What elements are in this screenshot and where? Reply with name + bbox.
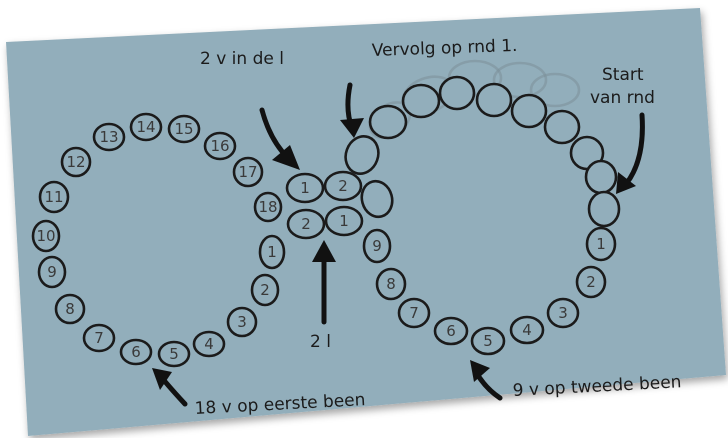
stitch-right-plain bbox=[368, 104, 408, 140]
stitch-right-plain bbox=[510, 93, 548, 129]
stitch-right-plain bbox=[543, 109, 581, 145]
arrow-to-left-loop-bottom bbox=[152, 368, 188, 407]
stitch-number: 9 bbox=[372, 237, 382, 255]
stitch-right-plain bbox=[475, 82, 513, 118]
stitch-left-1 bbox=[258, 234, 286, 270]
label-start-line2: van rnd bbox=[590, 88, 655, 108]
stitch-number: 4 bbox=[522, 321, 532, 339]
stitch-right-3 bbox=[546, 297, 580, 329]
stitch-left-8 bbox=[54, 293, 86, 325]
right-loop: 1 2 3 4 5 6 7 8 9 bbox=[344, 75, 621, 356]
left-loop: 1 2 3 4 5 6 7 8 9 10 11 12 13 14 15 16 1 bbox=[31, 112, 286, 368]
arrow-to-center-top bbox=[259, 107, 300, 170]
stitch-left-15 bbox=[167, 114, 201, 144]
stitch-right-9 bbox=[362, 228, 392, 264]
stitch-left-18 bbox=[253, 191, 283, 223]
stitch-number: 3 bbox=[237, 313, 247, 331]
stitch-number: 15 bbox=[174, 120, 193, 138]
stitch-number: 2 bbox=[260, 281, 270, 299]
stitch-number: 2 bbox=[301, 215, 311, 233]
label-two-dc-in-loop: 2 v in de l bbox=[200, 49, 284, 69]
stitch-left-13 bbox=[92, 122, 126, 152]
stitch-left-12 bbox=[60, 146, 92, 178]
stitch-left-6 bbox=[119, 338, 153, 366]
stitch-right-5 bbox=[470, 326, 506, 356]
stitch-right-plain bbox=[587, 190, 621, 228]
stitch-number: 6 bbox=[131, 343, 141, 361]
stitch-number: 16 bbox=[210, 137, 229, 155]
arrow-to-right-loop-bottom bbox=[470, 360, 503, 401]
stitch-number: 1 bbox=[339, 212, 349, 230]
stitch-number: 8 bbox=[386, 275, 396, 293]
stitch-number: 10 bbox=[36, 227, 55, 245]
stitch-right-plain bbox=[360, 179, 394, 219]
stitch-left-17 bbox=[232, 156, 264, 188]
stitch-left-7 bbox=[82, 323, 116, 353]
stitch-number: 1 bbox=[267, 243, 277, 261]
stitch-number: 18 bbox=[258, 198, 277, 216]
stitch-number: 8 bbox=[65, 300, 75, 318]
stitch-right-6 bbox=[433, 316, 469, 346]
label-start-line1: Start bbox=[602, 65, 644, 85]
stitch-right-1 bbox=[585, 226, 617, 262]
stitch-right-4 bbox=[509, 315, 545, 345]
stitch-number: 5 bbox=[169, 345, 179, 363]
label-two-loops: 2 l bbox=[310, 332, 331, 352]
stitch-number: 13 bbox=[99, 128, 118, 146]
stitch-right-plain bbox=[401, 83, 441, 119]
stitch-number: 5 bbox=[483, 332, 493, 350]
stitch-left-9 bbox=[37, 255, 67, 289]
stitch-number: 12 bbox=[66, 153, 85, 171]
stitch-left-3 bbox=[226, 306, 258, 338]
stitch-right-2 bbox=[575, 265, 607, 299]
stitch-center-top-1 bbox=[285, 172, 325, 204]
stitch-number: 9 bbox=[47, 263, 57, 281]
stitch-left-4 bbox=[192, 330, 226, 358]
stitch-number: 7 bbox=[94, 329, 104, 347]
stitch-number: 2 bbox=[586, 273, 596, 291]
stitch-number: 2 bbox=[338, 177, 348, 195]
stitch-number: 6 bbox=[446, 322, 456, 340]
stitch-number: 3 bbox=[558, 304, 568, 322]
stitch-number: 1 bbox=[300, 179, 310, 197]
center-stitches: 1 2 2 1 bbox=[285, 170, 364, 240]
stitch-right-7 bbox=[397, 297, 431, 329]
stitch-center-bottom-2 bbox=[286, 208, 326, 240]
stitch-right-8 bbox=[375, 267, 407, 301]
stitch-center-bottom-1 bbox=[324, 205, 364, 237]
stitch-number: 1 bbox=[596, 235, 606, 253]
stitch-right-plain bbox=[438, 75, 476, 111]
stitch-number: 4 bbox=[204, 335, 214, 353]
stitch-number: 11 bbox=[44, 188, 63, 206]
stitch-left-16 bbox=[203, 131, 237, 161]
stitch-right-plain bbox=[584, 159, 618, 195]
arrow-to-right-loop-top bbox=[340, 82, 364, 138]
stitch-center-top-2 bbox=[323, 170, 363, 202]
stitch-number: 7 bbox=[409, 304, 419, 322]
stitch-left-10 bbox=[31, 219, 61, 253]
arrow-start-round bbox=[616, 112, 645, 194]
stitch-left-2 bbox=[250, 273, 280, 307]
arrow-to-center-bottom bbox=[312, 240, 336, 325]
stitch-left-11 bbox=[38, 180, 70, 214]
stitch-right-plain bbox=[344, 135, 380, 175]
stitch-left-5 bbox=[157, 340, 191, 368]
stitch-number: 17 bbox=[238, 163, 257, 181]
stitch-number: 14 bbox=[136, 118, 155, 136]
stitch-left-14 bbox=[129, 112, 163, 142]
